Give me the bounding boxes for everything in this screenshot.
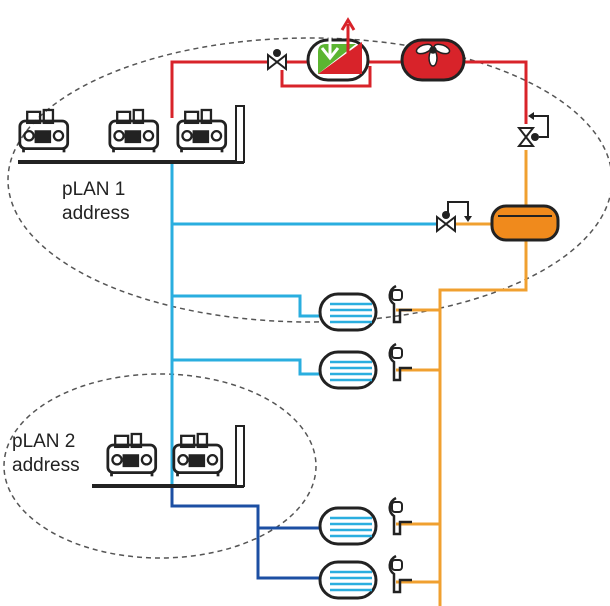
evaporator-1 xyxy=(318,292,378,332)
compressor-rack-icon xyxy=(18,108,70,154)
plan1-label-line1: pLAN 1 xyxy=(62,179,126,200)
thermostatic-valve-icon xyxy=(388,284,414,324)
receiver-inlet-valve xyxy=(516,112,549,147)
liquid-line xyxy=(170,162,436,486)
liquid-line-valve xyxy=(436,201,472,232)
thermostatic-valve-4 xyxy=(388,554,414,594)
expansion-valve-icon xyxy=(267,48,287,70)
plan2-zone-ellipse xyxy=(3,373,317,559)
suction-line xyxy=(396,150,528,606)
plan2-liquid-line xyxy=(170,488,320,580)
thermostatic-valve-3 xyxy=(388,496,414,536)
plan2-label-line1: pLAN 2 xyxy=(12,431,76,452)
plan2-label-line2: address xyxy=(12,455,80,476)
compressor-rack-1 xyxy=(18,105,245,164)
plan1-address-label: pLAN 1 address xyxy=(62,178,130,226)
receiver-tank-icon xyxy=(490,204,560,242)
evaporator-2 xyxy=(318,350,378,390)
condenser-unit xyxy=(400,38,466,82)
fan-icon xyxy=(415,43,451,67)
compressor-rack-2 xyxy=(92,425,245,488)
heat-recovery-unit xyxy=(306,17,370,82)
plan2-address-label: pLAN 2 address xyxy=(12,430,80,478)
evaporator-4 xyxy=(318,560,378,600)
evaporator-3 xyxy=(318,506,378,546)
plan1-label-line2: address xyxy=(62,203,130,224)
thermostatic-valve-2 xyxy=(388,342,414,382)
